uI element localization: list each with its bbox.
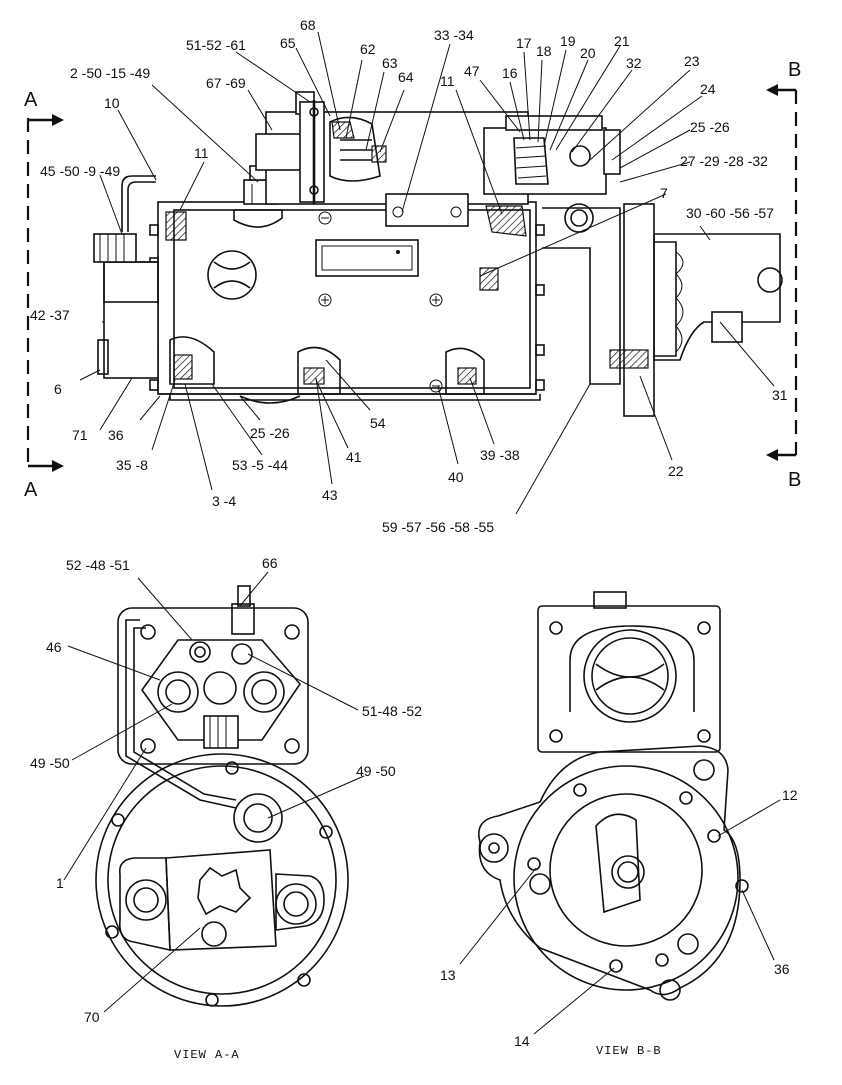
callout: 18 — [536, 43, 552, 59]
callout: 64 — [398, 69, 414, 85]
side-elevation-view: A A B B — [24, 17, 801, 535]
callout: 67 -69 — [206, 75, 246, 91]
callout: 33 -34 — [434, 27, 474, 43]
callout: 16 — [502, 65, 518, 81]
callout: 65 — [280, 35, 296, 51]
callout: 39 -38 — [480, 447, 520, 463]
top-leader-lines — [79, 31, 775, 515]
view-a-a: VIEW A-A 52 -48 -51 66 46 51-48 -52 49 -… — [30, 555, 422, 1062]
callout: 42 -37 — [30, 307, 70, 323]
callout: 21 — [614, 33, 630, 49]
callout: 47 — [464, 63, 480, 79]
callout: 12 — [782, 787, 798, 803]
callout: 41 — [346, 449, 362, 465]
callout: 31 — [772, 387, 788, 403]
callout: 53 -5 -44 — [232, 457, 288, 473]
section-a-bottom-label: A — [24, 479, 38, 501]
callout: 51-48 -52 — [362, 703, 422, 719]
callout: 6 — [54, 381, 62, 397]
callout: 36 — [774, 961, 790, 977]
view-b-b: VIEW B-B 12 13 14 36 — [440, 591, 798, 1058]
callout: 25 -26 — [250, 425, 290, 441]
section-b-top-label: B — [788, 59, 801, 81]
callout: 68 — [300, 17, 316, 33]
callout: 11 — [440, 73, 455, 89]
callout: 30 -60 -56 -57 — [686, 205, 774, 221]
left-end-cap — [93, 175, 159, 379]
callout: 40 — [448, 469, 464, 485]
callout: 71 — [72, 427, 88, 443]
callout: 49 -50 — [356, 763, 396, 779]
callout: 49 -50 — [30, 755, 70, 771]
callout: 17 — [516, 35, 532, 51]
callout: 10 — [104, 95, 120, 111]
callout: 20 — [580, 45, 596, 61]
callout: 23 — [684, 53, 700, 69]
callout: 24 — [700, 81, 716, 97]
callout: 62 — [360, 41, 376, 57]
callout: 70 — [84, 1009, 100, 1025]
callout: 1 — [56, 875, 64, 891]
callout: 35 -8 — [116, 457, 148, 473]
callout: 63 — [382, 55, 398, 71]
section-b-bottom-label: B — [788, 469, 801, 491]
pump-housing — [149, 201, 545, 404]
callout: 14 — [514, 1033, 530, 1049]
callout: 22 — [668, 463, 684, 479]
section-line-a — [26, 114, 64, 472]
callout: 36 — [108, 427, 124, 443]
callout: 13 — [440, 967, 456, 983]
callout: 59 -57 -56 -58 -55 — [382, 519, 494, 535]
view-b-caption: VIEW B-B — [596, 1044, 662, 1058]
callout: 54 — [370, 415, 386, 431]
callout: 11 — [194, 145, 209, 161]
callout: 46 — [46, 639, 62, 655]
callout: 3 -4 — [212, 493, 236, 509]
callout: 2 -50 -15 -49 — [70, 65, 150, 81]
callout: 45 -50 -9 -49 — [40, 163, 120, 179]
callout: 43 — [322, 487, 338, 503]
view-a-caption: VIEW A-A — [174, 1048, 240, 1062]
callout: 7 — [660, 185, 668, 201]
drive-flange — [542, 203, 783, 417]
top-callouts: 2 -50 -15 -49 10 45 -50 -9 -49 11 42 -37… — [30, 17, 788, 535]
callout: 66 — [262, 555, 278, 571]
callout: 51-52 -61 — [186, 37, 246, 53]
callout: 19 — [560, 33, 576, 49]
section-a-top-label: A — [24, 89, 38, 111]
callout: 52 -48 -51 — [66, 557, 130, 573]
section-line-b — [766, 84, 798, 461]
callout: 32 — [626, 55, 642, 71]
callout: 25 -26 — [690, 119, 730, 135]
callout: 27 -29 -28 -32 — [680, 153, 768, 169]
shutoff-assembly — [483, 115, 621, 195]
